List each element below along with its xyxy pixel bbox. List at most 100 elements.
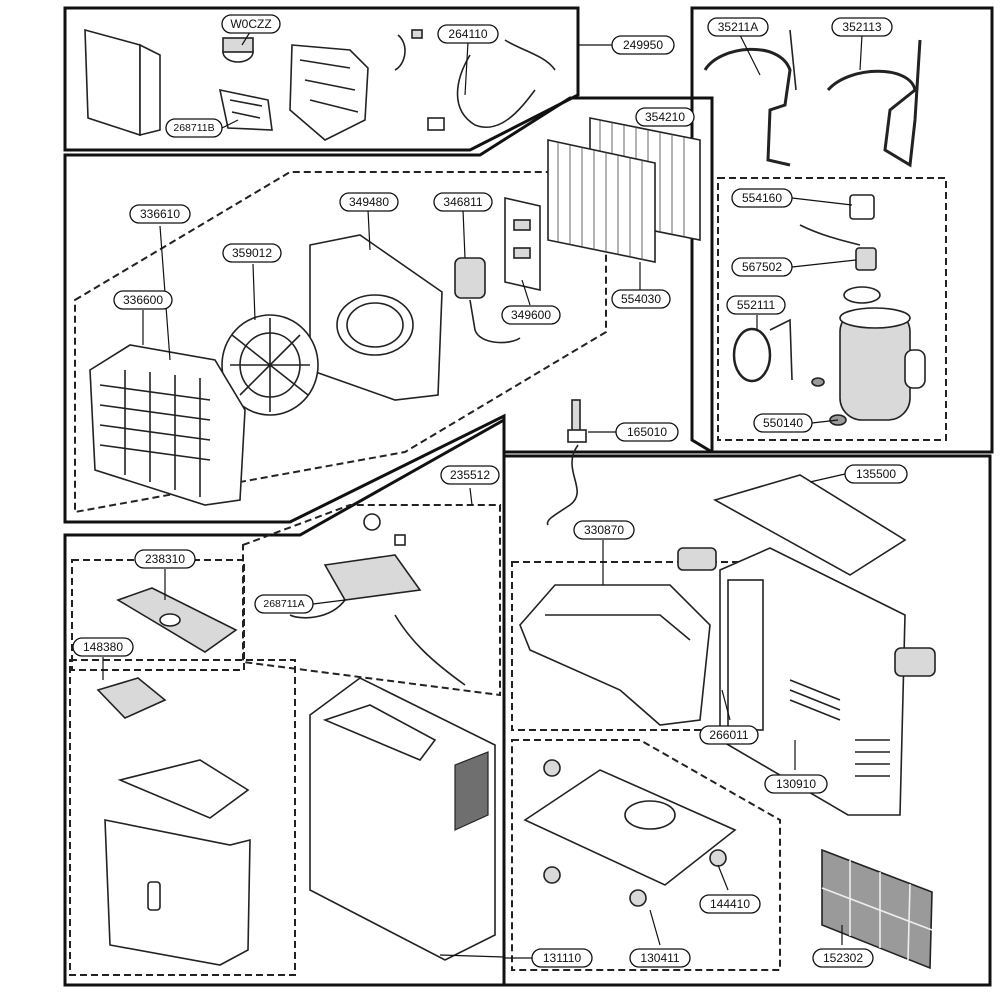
section-frames: [63, 6, 994, 987]
callout-349600[interactable]: 349600: [501, 305, 561, 325]
callout-330870[interactable]: 330870: [573, 520, 635, 540]
label-567502: 567502: [742, 260, 782, 274]
frame-base-dashed: [511, 739, 781, 971]
label-349600: 349600: [511, 308, 551, 322]
callout-249950[interactable]: 249950: [611, 35, 675, 55]
label-554030: 554030: [621, 292, 661, 306]
callout-152302[interactable]: 152302: [812, 948, 874, 968]
callout-130411[interactable]: 130411: [629, 948, 691, 968]
callout-359012[interactable]: 359012: [222, 243, 282, 263]
label-238310: 238310: [145, 552, 185, 566]
label-152302: 152302: [823, 951, 863, 965]
blower-wheel: [221, 314, 319, 416]
panel-trim: [116, 587, 238, 653]
electrical-bracket: [289, 44, 369, 141]
label-554160: 554160: [742, 191, 782, 205]
base-pan: [523, 759, 737, 907]
label-266011: 266011: [709, 728, 748, 742]
suction-tube: [826, 39, 922, 168]
label-354210: 354210: [645, 110, 685, 124]
callout-336600[interactable]: 336600: [113, 290, 173, 310]
fan-motor: [454, 257, 521, 344]
discharge-tube: [703, 29, 797, 167]
capacitor: [222, 37, 254, 63]
label-336600: 336600: [123, 293, 163, 307]
label-148380: 148380: [83, 640, 123, 654]
label-130411: 130411: [640, 951, 679, 965]
float-switch-harness: [546, 399, 587, 526]
callout-552111[interactable]: 552111: [726, 295, 786, 315]
callout-130910[interactable]: 130910: [764, 774, 828, 794]
thermistor-wire: [394, 29, 423, 71]
callout-336610[interactable]: 336610: [129, 204, 191, 224]
water-bucket: [96, 677, 251, 966]
callout-554030[interactable]: 554030: [611, 289, 671, 309]
frame-compressor-dashed: [717, 177, 947, 441]
label-359012: 359012: [232, 246, 272, 260]
callout-264110[interactable]: 264110: [437, 24, 499, 44]
capillary-coil: [732, 318, 793, 383]
frame-refrigeration: [690, 6, 994, 454]
callout-550140[interactable]: 550140: [753, 413, 813, 433]
blower-housing: [309, 234, 443, 401]
callout-352113[interactable]: 352113: [831, 17, 893, 37]
label-346811: 346811: [443, 195, 482, 209]
label-349480: 349480: [349, 195, 389, 209]
control-box-cover: [84, 28, 161, 137]
control-board: [218, 88, 273, 131]
callout-131110[interactable]: 131110: [531, 948, 593, 968]
frame-electrical: [63, 6, 580, 152]
frame-front-cabinet: [63, 417, 506, 987]
motor-bracket: [504, 196, 541, 292]
label-550140: 550140: [763, 416, 803, 430]
frame-bucket-dashed: [69, 659, 296, 976]
label-330870: 330870: [584, 523, 624, 537]
label-144410: 144410: [710, 897, 750, 911]
label-130910: 130910: [776, 777, 816, 791]
label-268711B: 268711B: [173, 122, 214, 134]
callout-144410[interactable]: 144410: [699, 894, 761, 914]
label-135500: 135500: [856, 467, 896, 481]
callout-238310[interactable]: 238310: [134, 549, 196, 569]
callout-346811[interactable]: 346811: [433, 192, 493, 212]
callout-148380[interactable]: 148380: [72, 637, 134, 657]
callout-266011[interactable]: 266011: [699, 725, 759, 745]
label-235512: 235512: [450, 468, 490, 482]
callout-354210[interactable]: 354210: [635, 107, 695, 127]
callout-268711A[interactable]: 268711A: [254, 594, 314, 614]
air-filter: [821, 848, 933, 970]
label-249950: 249950: [623, 38, 663, 52]
air-guide: [89, 344, 246, 506]
evaporator-coil: [547, 139, 656, 263]
front-cabinet: [309, 677, 496, 961]
top-cover: [712, 474, 907, 576]
callout-W0CZZ[interactable]: W0CZZ: [221, 14, 281, 34]
label-165010: 165010: [627, 425, 667, 439]
label-264110: 264110: [448, 27, 487, 41]
label-336610: 336610: [140, 207, 180, 221]
power-harness: [427, 39, 556, 131]
compressor: [839, 286, 926, 421]
label-268711A: 268711A: [263, 598, 304, 610]
drain-pan: [519, 584, 711, 726]
rear-cabinet: [677, 547, 936, 816]
frame-fan-assembly: [63, 96, 714, 524]
callout-135500[interactable]: 135500: [844, 464, 908, 484]
callout-235512[interactable]: 235512: [440, 465, 500, 485]
callout-554160[interactable]: 554160: [731, 188, 793, 208]
label-552111: 552111: [737, 298, 776, 312]
overload-relay: [799, 194, 877, 271]
callout-35211A[interactable]: 35211A: [707, 17, 769, 37]
label-131110: 131110: [543, 951, 582, 965]
label-W0CZZ: W0CZZ: [230, 17, 271, 31]
frame-blower-dashed: [74, 171, 607, 514]
control-panel: [289, 513, 466, 686]
callout-349480[interactable]: 349480: [339, 192, 399, 212]
callout-268711B[interactable]: 268711B: [165, 118, 223, 138]
callout-567502[interactable]: 567502: [731, 257, 793, 277]
label-35211A: 35211A: [718, 20, 758, 34]
label-352113: 352113: [842, 20, 881, 34]
callout-165010[interactable]: 165010: [615, 422, 679, 442]
